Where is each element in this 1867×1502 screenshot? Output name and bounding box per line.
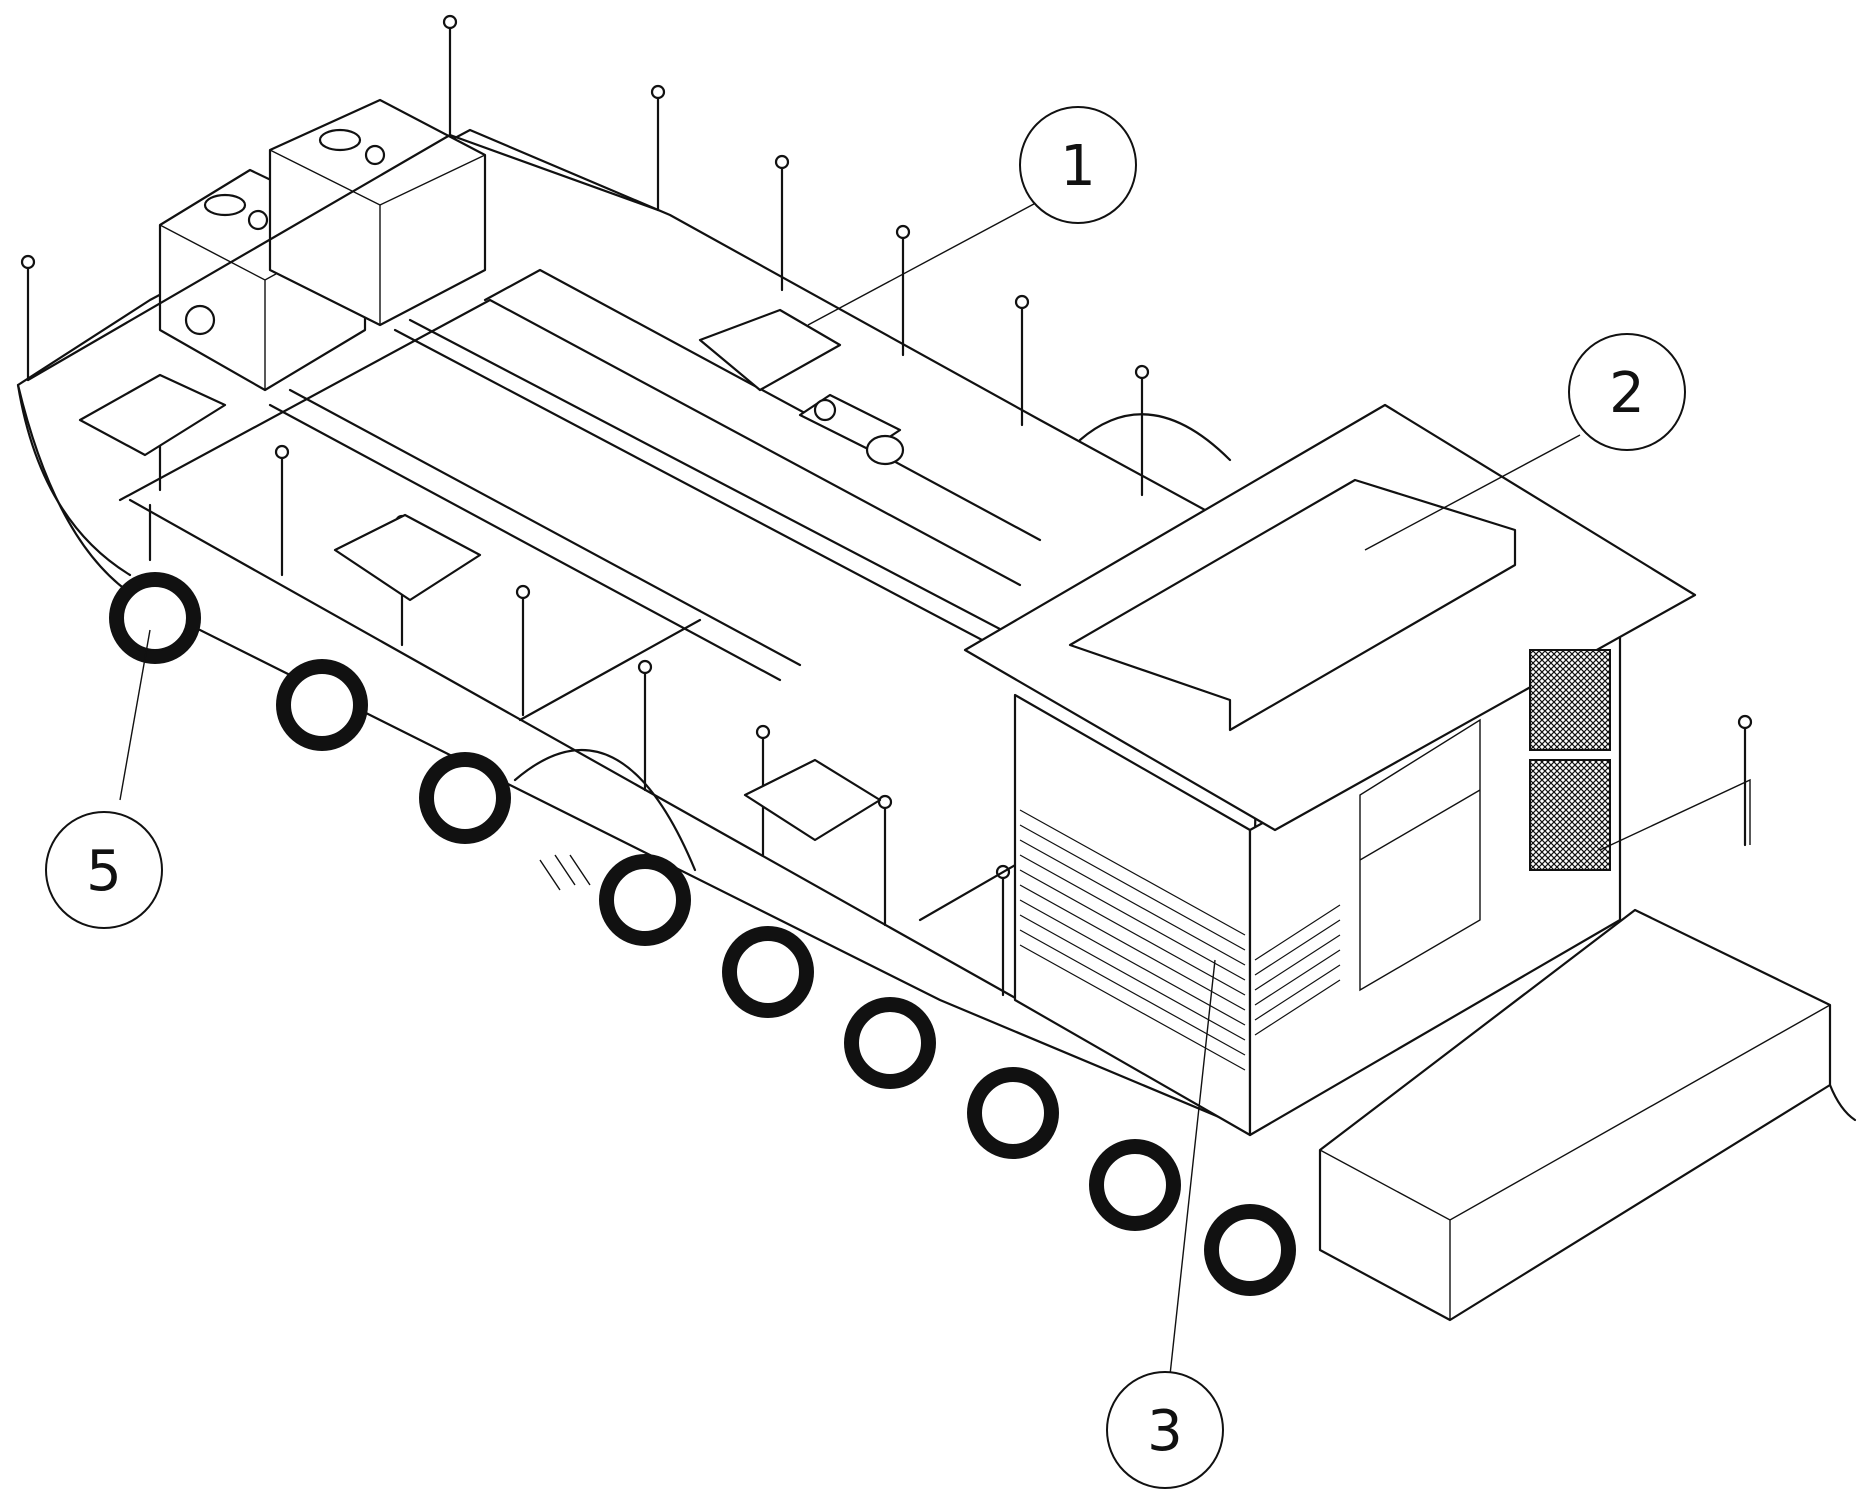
callout-3: 3 xyxy=(1106,1371,1224,1489)
callout-label-2: 2 xyxy=(1609,361,1645,426)
callout-circle xyxy=(1019,106,1137,224)
callout-label-5: 5 xyxy=(86,839,122,904)
valve-icon xyxy=(364,144,386,166)
leader-lines xyxy=(119,189,1581,1376)
mesh-window xyxy=(1529,649,1611,751)
leader-line-3 xyxy=(1169,959,1216,1376)
leader-line-2 xyxy=(1364,434,1581,551)
callout-5: 5 xyxy=(45,811,163,929)
callout-circle xyxy=(45,811,163,929)
louver-vent-side xyxy=(1254,904,1341,1036)
hatch-cover xyxy=(743,758,882,842)
pump-icon xyxy=(184,304,216,336)
brush-icon xyxy=(539,854,591,891)
callout-label-3: 3 xyxy=(1147,1399,1183,1464)
tank-right xyxy=(268,98,487,327)
hatch-cover xyxy=(698,308,842,392)
louver-vent xyxy=(1019,809,1246,1071)
tanks xyxy=(158,98,487,392)
tank-hatch xyxy=(318,128,362,152)
cabin xyxy=(963,403,1751,1137)
fender-tires xyxy=(109,572,1296,1296)
callout-2: 2 xyxy=(1568,333,1686,451)
callout-circle xyxy=(1568,333,1686,451)
hatch-cover xyxy=(333,513,482,602)
leader-line-5 xyxy=(119,629,151,801)
frame-beam xyxy=(393,318,1042,662)
callout-label-1: 1 xyxy=(1060,134,1096,199)
mesh-window xyxy=(1529,759,1611,871)
paddle-wheel-rear xyxy=(1078,413,1232,462)
frame-beam xyxy=(268,388,802,682)
paddle-wheels xyxy=(513,413,1232,891)
stern-pontoon xyxy=(1318,908,1857,1322)
leader-line-1 xyxy=(807,189,1061,326)
deck-pump xyxy=(798,393,905,466)
hatch-cover xyxy=(78,373,227,457)
hull-deck xyxy=(16,128,1262,1132)
tank-hatch xyxy=(203,193,247,217)
valve-icon xyxy=(247,209,269,231)
tank-right-edges xyxy=(269,149,486,325)
paddle-wheel-front xyxy=(513,748,697,872)
callout-1: 1 xyxy=(1019,106,1137,224)
rails xyxy=(26,133,1052,922)
hatches xyxy=(78,308,882,842)
callout-circle xyxy=(1106,1371,1224,1489)
bow-curve xyxy=(16,383,132,577)
cabin-door xyxy=(1359,718,1481,992)
